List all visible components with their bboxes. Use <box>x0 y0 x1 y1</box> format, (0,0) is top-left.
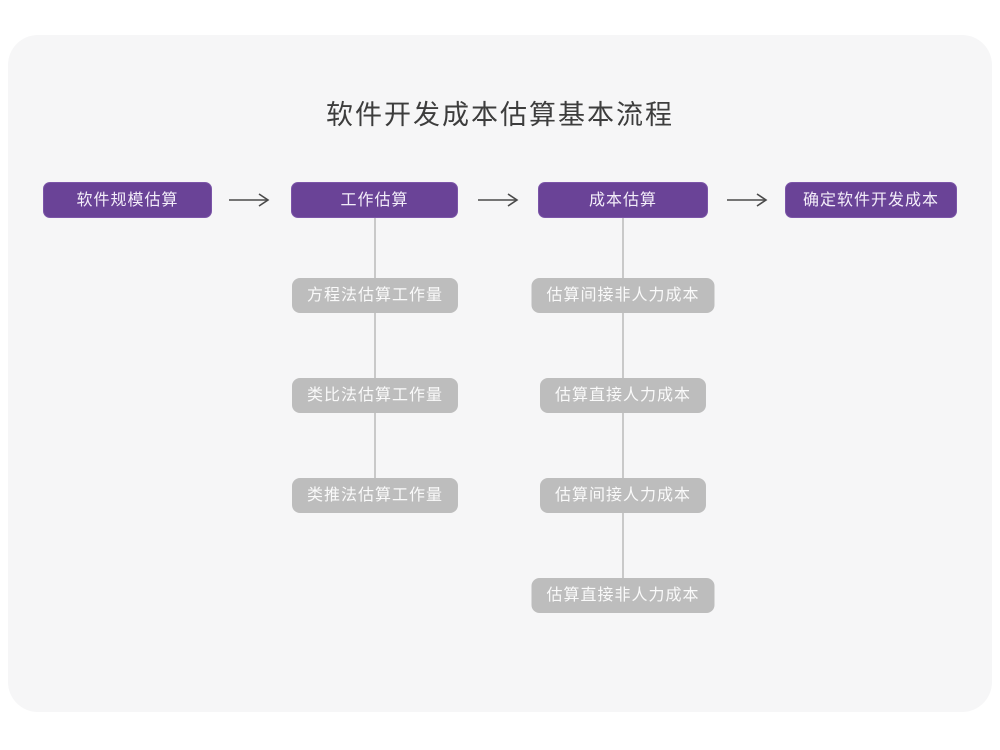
child-node-indirect-labor-cost: 估算间接人力成本 <box>539 478 707 513</box>
child-node-analogy-method: 类比法估算工作量 <box>291 378 459 413</box>
arrow-right-icon <box>726 190 768 210</box>
arrow-right-icon <box>228 190 270 210</box>
connector-line-work-estimation <box>374 218 376 496</box>
arrow-right-icon <box>477 190 519 210</box>
child-node-equation-method: 方程法估算工作量 <box>291 278 459 313</box>
child-node-extrapolation-method: 类推法估算工作量 <box>291 478 459 513</box>
flow-node-software-scale-estimation: 软件规模估算 <box>43 182 212 218</box>
child-node-indirect-nonlabor-cost: 估算间接非人力成本 <box>531 278 715 313</box>
child-node-direct-nonlabor-cost: 估算直接非人力成本 <box>531 578 715 613</box>
child-node-direct-labor-cost: 估算直接人力成本 <box>539 378 707 413</box>
flow-node-determine-dev-cost: 确定软件开发成本 <box>785 182 957 218</box>
diagram-card <box>8 35 992 712</box>
flow-node-cost-estimation: 成本估算 <box>538 182 708 218</box>
diagram-title: 软件开发成本估算基本流程 <box>326 100 674 130</box>
flow-node-work-estimation: 工作估算 <box>291 182 458 218</box>
